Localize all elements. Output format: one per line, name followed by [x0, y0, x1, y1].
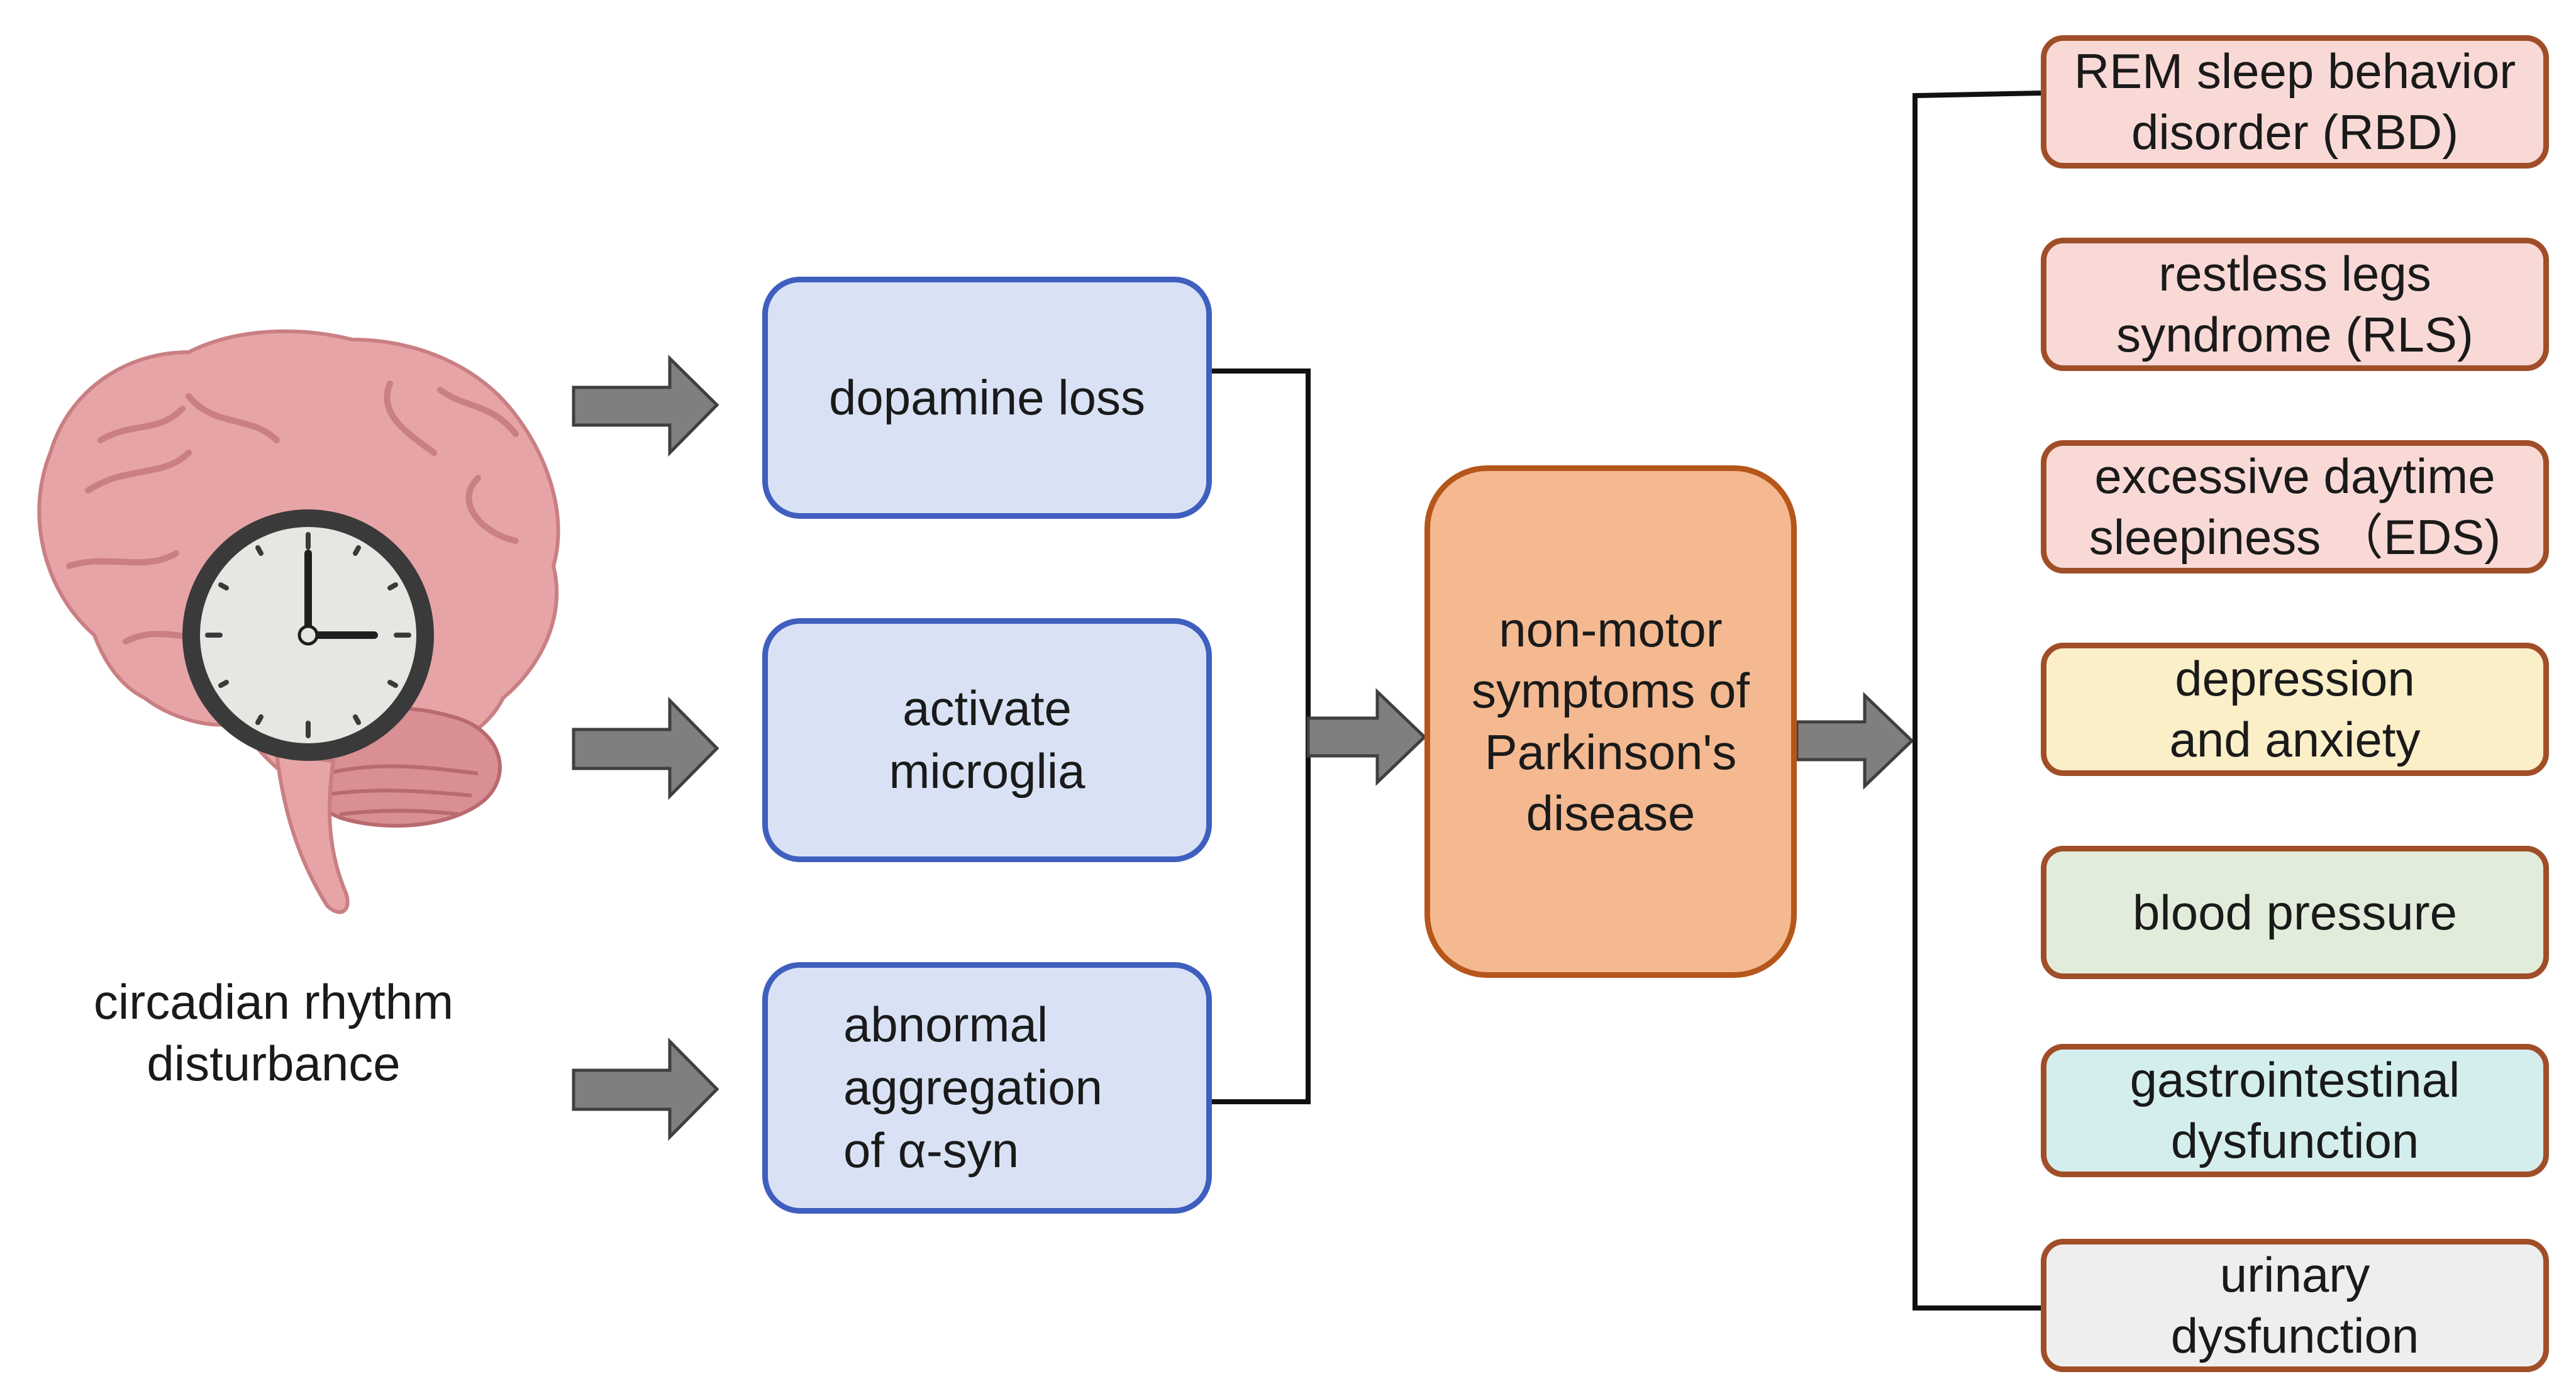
mechanism-dopamine-loss: dopamine loss — [762, 277, 1212, 519]
arrow-to-abnormal-aggregation — [572, 1037, 719, 1141]
source-caption: circadian rhythm disturbance — [93, 974, 454, 1091]
arrow-to-dopamine-loss — [572, 355, 719, 457]
brain-with-clock-icon — [37, 329, 560, 914]
mechanism-bracket — [1212, 369, 1311, 1104]
outcome-blood-pressure: blood pressure — [2041, 846, 2549, 979]
outcome-depression-anxiety: depression and anxiety — [2041, 643, 2549, 776]
outcome-urinary: urinary dysfunction — [2041, 1239, 2549, 1372]
mechanism-activate-microglia: activate microglia — [762, 618, 1212, 862]
arrow-to-activate-microglia — [572, 696, 719, 801]
center-non-motor-symptoms: non-motor symptoms of Parkinson's diseas… — [1424, 465, 1797, 978]
mechanism-abnormal-aggregation: abnormal aggregation of α-syn — [762, 962, 1212, 1214]
source-arrows — [572, 355, 719, 1141]
outcome-gastrointestinal: gastrointestinal dysfunction — [2041, 1044, 2549, 1177]
outcome-rbd: REM sleep behavior disorder (RBD) — [2041, 35, 2549, 169]
outcome-rls: restless legs syndrome (RLS) — [2041, 238, 2549, 371]
arrow-to-center — [1306, 688, 1427, 786]
outcome-bracket — [1913, 91, 2041, 1311]
outcome-eds: excessive daytime sleepiness （EDS) — [2041, 440, 2549, 574]
arrow-to-outcomes — [1795, 692, 1914, 790]
